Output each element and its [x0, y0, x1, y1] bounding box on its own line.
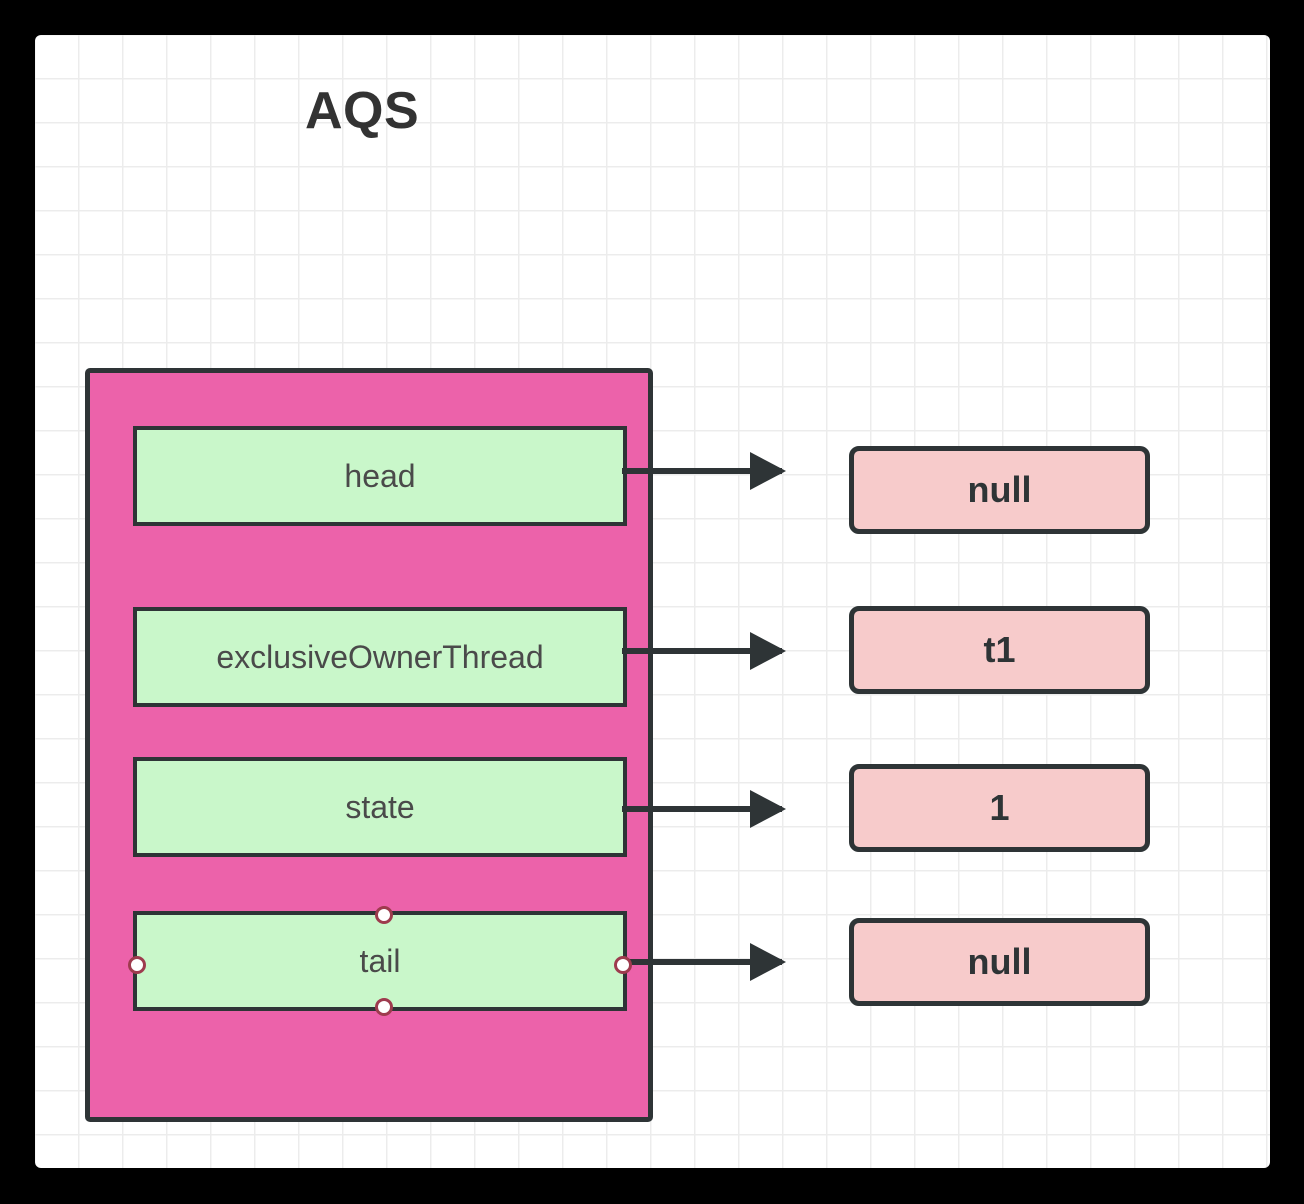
connector-arrow-tail-to-null[interactable]	[627, 959, 782, 965]
value-node-exclusive-owner-thread[interactable]: t1	[849, 606, 1150, 694]
field-node-state[interactable]: state	[133, 757, 627, 857]
resize-handle-right-icon[interactable]	[614, 956, 632, 974]
connector-arrow-head-to-null[interactable]	[622, 468, 782, 474]
aqs-container-node[interactable]: head exclusiveOwnerThread state tail	[85, 368, 653, 1122]
field-label-exclusive-owner-thread: exclusiveOwnerThread	[216, 639, 544, 675]
resize-handle-bottom-icon[interactable]	[375, 998, 393, 1016]
field-node-exclusive-owner-thread[interactable]: exclusiveOwnerThread	[133, 607, 627, 707]
value-label-tail: null	[967, 941, 1032, 982]
resize-handle-top-icon[interactable]	[375, 906, 393, 924]
value-node-head[interactable]: null	[849, 446, 1150, 534]
page-title: AQS	[305, 82, 420, 140]
value-label-head: null	[967, 469, 1032, 510]
value-label-exclusive-owner-thread: t1	[983, 629, 1016, 670]
connector-arrow-exclusive-owner-thread-to-t1[interactable]	[622, 648, 782, 654]
field-node-tail[interactable]: tail	[128, 906, 632, 1016]
value-node-tail[interactable]: null	[849, 918, 1150, 1006]
field-label-state: state	[345, 789, 415, 825]
connector-arrow-state-to-1[interactable]	[622, 806, 782, 812]
field-label-head: head	[344, 458, 416, 494]
value-label-state: 1	[989, 787, 1010, 828]
field-node-head[interactable]: head	[133, 426, 627, 526]
field-label-tail: tail	[359, 943, 401, 979]
value-node-state[interactable]: 1	[849, 764, 1150, 852]
resize-handle-left-icon[interactable]	[128, 956, 146, 974]
